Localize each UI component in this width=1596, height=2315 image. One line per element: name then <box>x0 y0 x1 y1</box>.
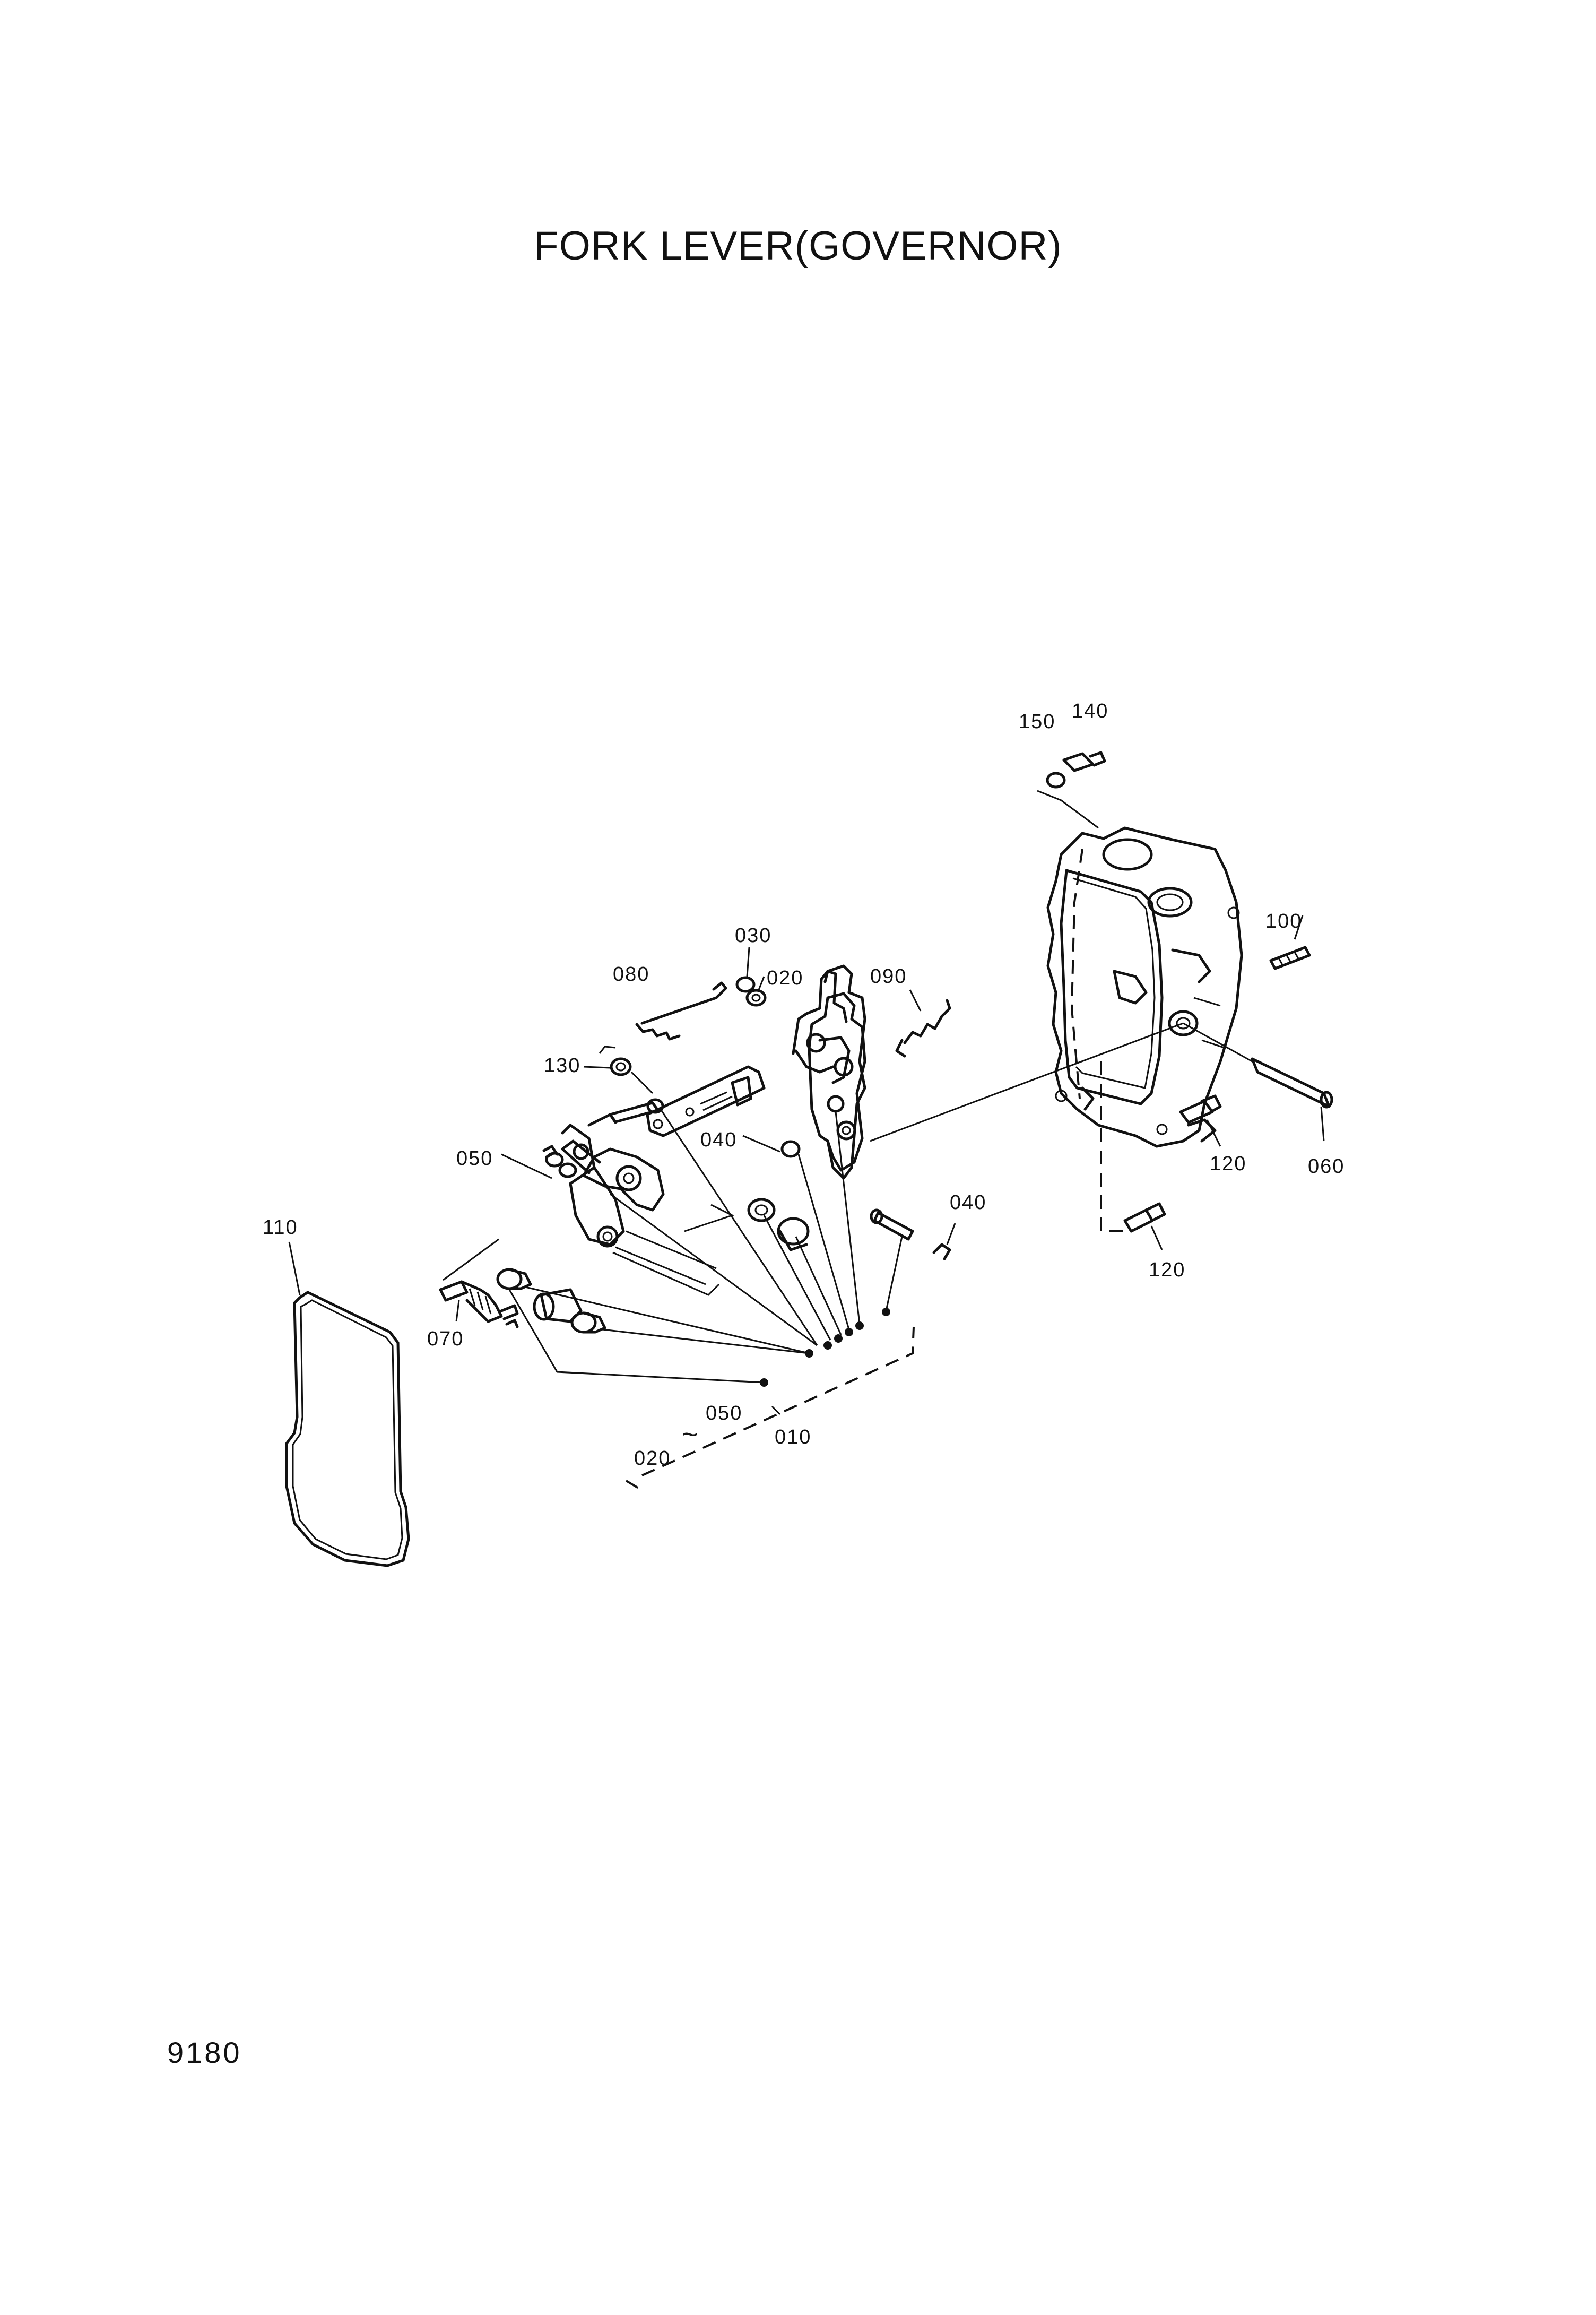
kit-dots <box>760 1308 890 1387</box>
spring-080 <box>598 981 727 1054</box>
leader-120-upper <box>1206 1119 1221 1147</box>
bearing-mid-1 <box>747 1198 776 1222</box>
leader-070 <box>455 1300 460 1322</box>
callout-050-kit: 050 <box>706 1402 742 1424</box>
assembly-axis-line <box>870 1022 1184 1142</box>
callout-120-upper: 120 <box>1210 1153 1246 1175</box>
callout-080: 080 <box>613 963 649 986</box>
callout-120-lower: 120 <box>1149 1259 1185 1281</box>
page-number: 9180 <box>167 2036 242 2069</box>
collar-040-mid <box>780 1140 801 1158</box>
leader-040-mid <box>742 1135 780 1153</box>
leader-120-lower <box>1150 1225 1163 1250</box>
callout-130: 130 <box>544 1055 580 1077</box>
clip-040-right <box>932 1243 951 1260</box>
leader-090 <box>909 989 922 1012</box>
callout-100: 100 <box>1265 910 1302 932</box>
reference-box-lower <box>612 1251 720 1296</box>
callout-090: 090 <box>870 965 907 988</box>
callout-060: 060 <box>1308 1155 1345 1178</box>
roller-left-1 <box>496 1268 532 1290</box>
fork-lever-bracket <box>808 992 866 1172</box>
reference-box-mid <box>684 1204 734 1232</box>
callout-labels: 150 140 100 030 080 020 090 130 040 040 … <box>263 700 1345 1470</box>
link-plate <box>646 1065 766 1137</box>
nut-030 <box>735 976 756 993</box>
callout-110: 110 <box>263 1216 298 1239</box>
bolt-140 <box>1062 751 1106 772</box>
callout-030: 030 <box>735 925 771 947</box>
leader-050-left <box>501 1153 552 1179</box>
governor-housing <box>1046 826 1243 1232</box>
bracket-frame-left <box>561 1113 717 1285</box>
leader-010 <box>771 1405 781 1415</box>
spring-090 <box>895 999 951 1058</box>
leader-060 <box>1320 1106 1325 1142</box>
gasket-110 <box>285 1291 410 1567</box>
bolt-120-upper <box>1179 1094 1222 1124</box>
leader-130-plate <box>630 1071 654 1094</box>
stud-100 <box>1269 946 1311 970</box>
callout-050-left: 050 <box>456 1147 493 1170</box>
callout-070: 070 <box>427 1328 464 1350</box>
nut-150 <box>1046 772 1066 789</box>
bolt-120-lower <box>1123 1202 1166 1233</box>
leader-030 <box>746 947 750 977</box>
callout-040-right: 040 <box>950 1191 986 1214</box>
washer-020-top <box>745 989 767 1007</box>
callout-010: 010 <box>775 1426 811 1448</box>
washer-set-050-left <box>542 1145 577 1178</box>
callout-tilde: ~ <box>682 1419 699 1450</box>
leader-020-top <box>758 976 765 990</box>
leader-060-axis <box>1183 1022 1253 1063</box>
leader-140-150 <box>1037 790 1099 829</box>
callout-020-kit: 020 <box>634 1447 671 1470</box>
leader-110 <box>288 1241 301 1295</box>
kit-bracket-end <box>625 1480 643 1491</box>
bolt-upper-left <box>609 1098 664 1124</box>
kit-leaders <box>508 1109 903 1384</box>
diagram-title: FORK LEVER(GOVERNOR) <box>534 223 1062 269</box>
pin-right <box>870 1208 914 1241</box>
callout-140: 140 <box>1072 700 1108 722</box>
bearing-mid-2 <box>777 1217 810 1251</box>
nut-130 <box>610 1057 632 1076</box>
kit-bracket-dashed <box>641 1326 915 1476</box>
callout-020-top: 020 <box>767 967 803 989</box>
pin-060 <box>1251 1057 1333 1109</box>
leader-100 <box>1294 915 1304 940</box>
fork-lever-main <box>792 964 866 1180</box>
callout-040-mid: 040 <box>700 1129 737 1151</box>
lever-050 <box>561 1139 665 1212</box>
leader-040-right <box>946 1223 956 1245</box>
callout-150: 150 <box>1019 711 1055 733</box>
plunger-070 <box>439 1280 519 1328</box>
roller-left-2 <box>570 1311 606 1334</box>
leader-070-axis <box>443 1238 499 1281</box>
leader-130 <box>583 1066 611 1069</box>
